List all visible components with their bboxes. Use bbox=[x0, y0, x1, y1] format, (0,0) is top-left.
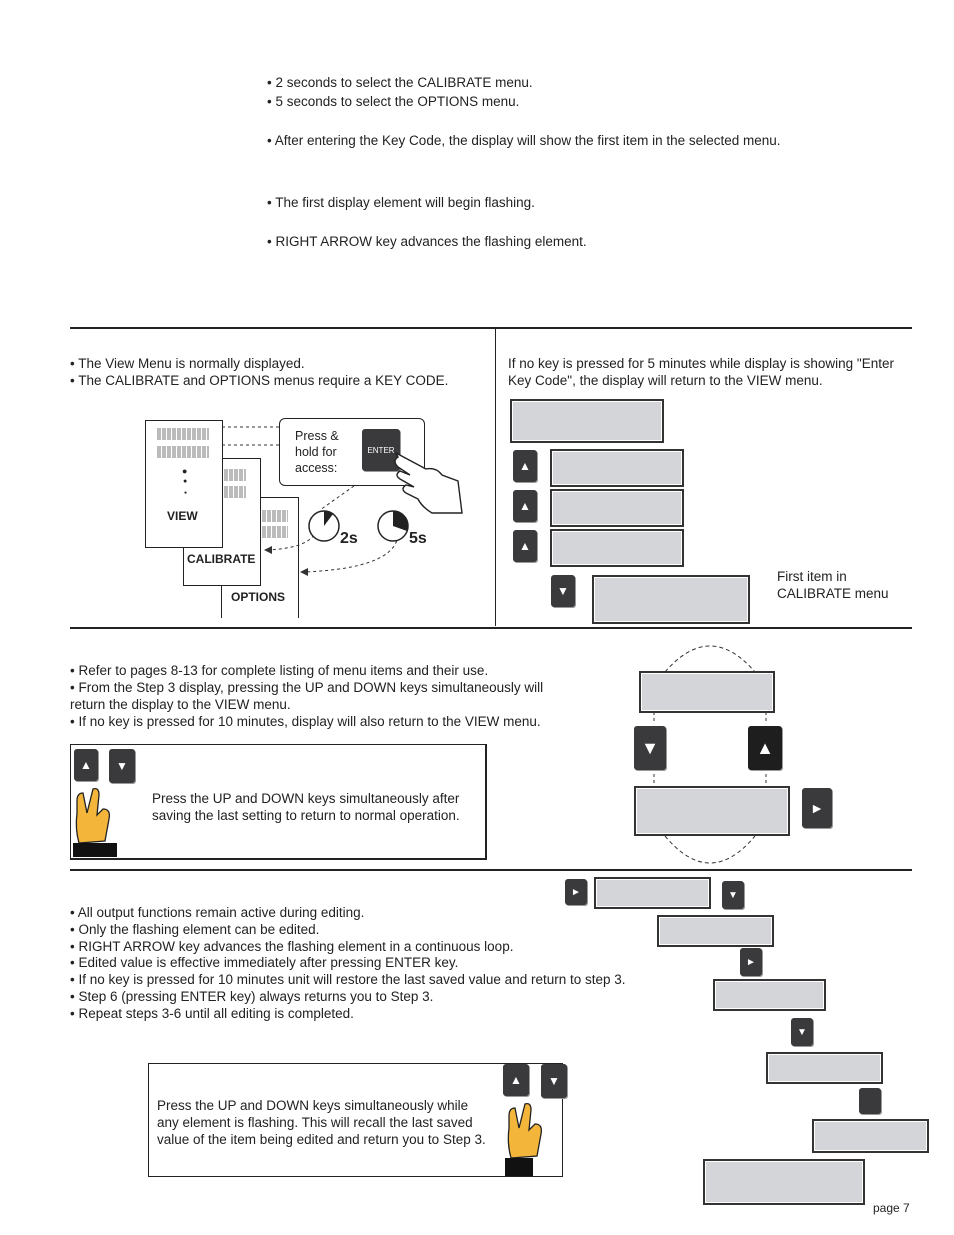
press-hold-text-3: access: bbox=[295, 461, 338, 475]
options-display-seg bbox=[262, 526, 288, 538]
section2-bullet-3: return the display to the VIEW menu. bbox=[70, 697, 291, 712]
down-key[interactable]: ▼ bbox=[634, 726, 666, 770]
display-first-calibrate-item bbox=[592, 575, 750, 624]
display-enter-key-code bbox=[510, 399, 664, 443]
right-arrow-key[interactable]: ► bbox=[565, 879, 587, 905]
section3-bullet-7: • Repeat steps 3-6 until all editing is … bbox=[70, 1006, 354, 1021]
view-display-seg bbox=[157, 428, 209, 440]
section2-bullet-4: • If no key is pressed for 10 minutes, d… bbox=[70, 714, 541, 729]
enter-key[interactable] bbox=[859, 1088, 881, 1114]
up-key[interactable]: ▲ bbox=[74, 749, 98, 781]
timer-2s-icon bbox=[308, 510, 340, 542]
down-key[interactable]: ▼ bbox=[109, 749, 135, 783]
tip-return-line-1: Press the UP and DOWN keys simultaneousl… bbox=[152, 791, 460, 806]
top-bullet-5: • RIGHT ARROW key advances the flashing … bbox=[267, 234, 587, 249]
section3-bullet-2: • Only the flashing element can be edite… bbox=[70, 922, 320, 937]
edit-display-4 bbox=[766, 1052, 883, 1084]
top-bullet-2: • 5 seconds to select the OPTIONS menu. bbox=[267, 94, 520, 109]
tip-recall-line-2: any element is flashing. This will recal… bbox=[157, 1115, 473, 1130]
display-menu-item-value bbox=[634, 786, 790, 836]
timeout-note-1: If no key is pressed for 5 minutes while… bbox=[508, 356, 894, 371]
calibrate-display-seg bbox=[224, 486, 246, 498]
first-item-label-1: First item in bbox=[777, 569, 847, 584]
connector-lines bbox=[222, 426, 399, 576]
up-key[interactable]: ▲ bbox=[513, 490, 537, 522]
display-code-digit-2 bbox=[550, 489, 684, 527]
view-page: ● ● ● bbox=[145, 420, 223, 548]
section2-bullet-1: • Refer to pages 8-13 for complete listi… bbox=[70, 663, 489, 678]
hand-pointing-icon bbox=[394, 451, 463, 514]
section1-bullet-1: • The View Menu is normally displayed. bbox=[70, 356, 305, 371]
up-key[interactable]: ▲ bbox=[513, 450, 537, 482]
top-bullet-4: • The first display element will begin f… bbox=[267, 195, 535, 210]
section3-bullet-1: • All output functions remain active dur… bbox=[70, 905, 365, 920]
right-arrow-key[interactable]: ► bbox=[802, 788, 832, 828]
tip-recall-line-1: Press the UP and DOWN keys simultaneousl… bbox=[157, 1098, 469, 1113]
options-label: OPTIONS bbox=[231, 590, 286, 604]
tip-recall-line-3: value of the item being edited and retur… bbox=[157, 1132, 486, 1147]
dot-icon: ● bbox=[183, 478, 188, 485]
section3-bullet-4: • Edited value is effective immediately … bbox=[70, 955, 459, 970]
view-label: VIEW bbox=[167, 509, 198, 523]
section1-bullet-2: • The CALIBRATE and OPTIONS menus requir… bbox=[70, 373, 449, 388]
hand-two-fingers-icon bbox=[73, 787, 117, 857]
edit-display-1 bbox=[594, 877, 711, 909]
page-number: page 7 bbox=[873, 1201, 910, 1215]
tip-return-line-2: saving the last setting to return to nor… bbox=[152, 808, 460, 823]
top-bullet-3: • After entering the Key Code, the displ… bbox=[267, 133, 781, 148]
options-display-seg bbox=[262, 510, 288, 522]
display-code-digit-3 bbox=[550, 529, 684, 567]
edit-display-2 bbox=[657, 915, 774, 947]
loop-arcs bbox=[653, 645, 767, 864]
down-key[interactable]: ▼ bbox=[791, 1018, 813, 1046]
down-key[interactable]: ▼ bbox=[722, 881, 744, 909]
dot-icon: ● bbox=[182, 466, 188, 476]
tip-box-recall: Press the UP and DOWN keys simultaneousl… bbox=[148, 1063, 567, 1177]
divider-3 bbox=[70, 869, 912, 871]
display-menu-item bbox=[639, 671, 775, 713]
timer-2s-label: 2s bbox=[340, 530, 358, 547]
display-code-digit-1 bbox=[550, 449, 684, 487]
section3-bullet-6: • Step 6 (pressing ENTER key) always ret… bbox=[70, 989, 434, 1004]
timer-5s-icon bbox=[377, 510, 409, 542]
up-key[interactable]: ▲ bbox=[503, 1064, 529, 1096]
divider-1 bbox=[70, 327, 912, 329]
hand-two-fingers-icon bbox=[505, 1102, 543, 1176]
section3-bullet-5: • If no key is pressed for 10 minutes un… bbox=[70, 972, 626, 987]
calibrate-label: CALIBRATE bbox=[187, 552, 256, 566]
tip-box-return: ▲ ▼ Press the UP and DOWN keys simultane… bbox=[70, 744, 487, 860]
divider-2 bbox=[70, 627, 912, 629]
up-key[interactable]: ▲ bbox=[513, 530, 537, 562]
timeout-note-2: Key Code", the display will return to th… bbox=[508, 373, 823, 388]
timer-5s-label: 5s bbox=[409, 530, 427, 547]
down-key[interactable]: ▼ bbox=[551, 575, 575, 607]
calibrate-display-seg bbox=[224, 469, 246, 481]
divider-vertical bbox=[495, 328, 496, 626]
section2-bullet-2: • From the Step 3 display, pressing the … bbox=[70, 680, 544, 695]
down-key[interactable]: ▼ bbox=[541, 1064, 567, 1098]
section3-bullet-3: • RIGHT ARROW key advances the flashing … bbox=[70, 939, 514, 954]
up-key[interactable]: ▲ bbox=[748, 726, 782, 770]
press-hold-text-1: Press & bbox=[295, 429, 339, 443]
edit-display-5 bbox=[812, 1119, 929, 1153]
top-bullet-1: • 2 seconds to select the CALIBRATE menu… bbox=[267, 75, 533, 90]
edit-display-3 bbox=[713, 979, 826, 1011]
dot-icon: ● bbox=[184, 490, 188, 496]
enter-key[interactable]: ENTER bbox=[362, 429, 400, 471]
first-item-label-2: CALIBRATE menu bbox=[777, 586, 889, 601]
edit-display-final bbox=[703, 1159, 865, 1205]
view-display-seg bbox=[157, 446, 209, 458]
press-hold-text-2: hold for bbox=[295, 445, 337, 459]
right-arrow-key[interactable]: ► bbox=[740, 948, 762, 976]
